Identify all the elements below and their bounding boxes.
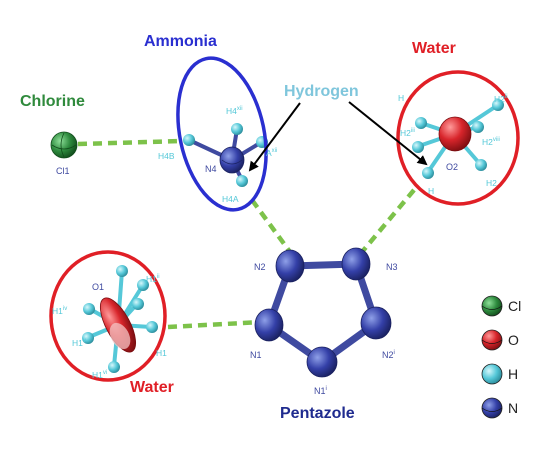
legend-item-hydrogen: H: [481, 363, 518, 385]
chlorine-callout: Chlorine: [20, 93, 85, 110]
atom-h4b: [183, 134, 195, 146]
atom-n3: [341, 247, 371, 281]
label-h1-a: H1iv: [52, 306, 67, 316]
label-h1-e: H1ii: [146, 274, 160, 284]
atom-o2: [438, 116, 472, 152]
hbond-cl-ammonia: [77, 138, 184, 147]
legend-label-chlorine: Cl: [508, 298, 521, 314]
label-n1: N1: [250, 350, 262, 360]
label-h4-top: H4xii: [226, 106, 243, 116]
legend-item-chlorine: Cl: [481, 295, 521, 317]
water-top-callout: Water: [412, 40, 456, 57]
ammonia-callout: Ammonia: [144, 33, 217, 50]
label-h2-c: H: [398, 93, 404, 103]
label-o1: O1: [92, 282, 104, 292]
atom-h1-d: [108, 361, 120, 373]
atom-h1-a: [83, 303, 95, 315]
label-n3: N3: [386, 262, 398, 272]
label-h2-e: H2: [486, 178, 497, 188]
label-n2: N2: [254, 262, 266, 272]
label-n1i: N1i: [314, 386, 327, 396]
legend-swatch-oxygen: [481, 329, 503, 351]
atom-cl1: [50, 131, 78, 159]
legend-label-hydrogen: H: [508, 366, 518, 382]
label-n2i: N2i: [382, 350, 395, 360]
legend-label-oxygen: O: [508, 332, 519, 348]
label-h1-c: H1: [156, 348, 167, 358]
ammonia-highlight-ellipse: [176, 56, 268, 212]
label-o2: O2: [446, 162, 458, 172]
atom-h2-a: [415, 117, 427, 129]
hydrogen-bonds: [77, 138, 416, 330]
label-h4a: H4A: [222, 194, 239, 204]
atom-h2-d: [475, 159, 487, 171]
atom-n1: [254, 308, 284, 342]
label-cl1: Cl1: [56, 166, 70, 176]
label-h2-a: H2iii: [400, 128, 415, 138]
atom-n2i: [360, 306, 392, 340]
atom-h4-top: [231, 123, 243, 135]
legend-item-oxygen: O: [481, 329, 519, 351]
label-n4: N4: [205, 164, 217, 174]
atom-h4a: [236, 175, 248, 187]
hydrogen-arrow-left: [248, 102, 301, 172]
legend-swatch-nitrogen: [481, 397, 503, 419]
atom-h2-b: [492, 99, 504, 111]
hydrogen-arrow-right: [348, 101, 428, 166]
legend-label-nitrogen: N: [508, 400, 518, 416]
water-bottom-callout: Water: [130, 379, 174, 396]
atom-h1-b: [82, 332, 94, 344]
ammonia-molecule: [183, 123, 268, 187]
atom-h1-e: [137, 279, 149, 291]
atom-n2: [275, 249, 305, 283]
element-legend: ClO H N: [481, 295, 521, 419]
atom-n4: [219, 146, 245, 174]
hbond-water-n3: [360, 188, 416, 254]
hbond-ammonia-n2: [250, 198, 292, 254]
hbond-water-n1: [167, 319, 263, 330]
pentazole-callout: Pentazole: [280, 405, 355, 422]
pentazole-atoms: [254, 247, 392, 378]
label-h4b: H4B: [158, 151, 175, 161]
label-h2-f: H: [428, 186, 434, 196]
label-h4-right: Axii: [266, 148, 277, 158]
atom-h1-c: [146, 321, 158, 333]
legend-swatch-chlorine: [481, 295, 503, 317]
water-top-highlight-ellipse: [396, 70, 520, 206]
atom-h1-f: [132, 298, 144, 310]
water-molecule-bottom: [82, 265, 158, 373]
water-bottom-highlight-ellipse: [49, 250, 167, 382]
atom-h1-top: [116, 265, 128, 277]
water-molecule-top: [412, 99, 504, 179]
atom-h2-f: [412, 141, 424, 153]
atom-h2-e: [422, 167, 434, 179]
legend-item-nitrogen: N: [481, 397, 518, 419]
atom-labels: Cl1 N4 H4B H4xii Axii H4A O2 H2iii H2vii…: [52, 93, 508, 396]
hydrogen-callout: Hydrogen: [284, 83, 359, 100]
label-h1-d: H1vi: [92, 370, 107, 380]
label-h2-b: H2viii: [482, 137, 500, 147]
label-h1-b: H1v: [72, 338, 86, 348]
atom-h2-c: [472, 121, 484, 133]
chlorine-atom: [50, 131, 78, 159]
label-h2-d: H2ii: [494, 94, 508, 104]
atom-n1i: [306, 346, 338, 378]
legend-swatch-hydrogen: [481, 363, 503, 385]
